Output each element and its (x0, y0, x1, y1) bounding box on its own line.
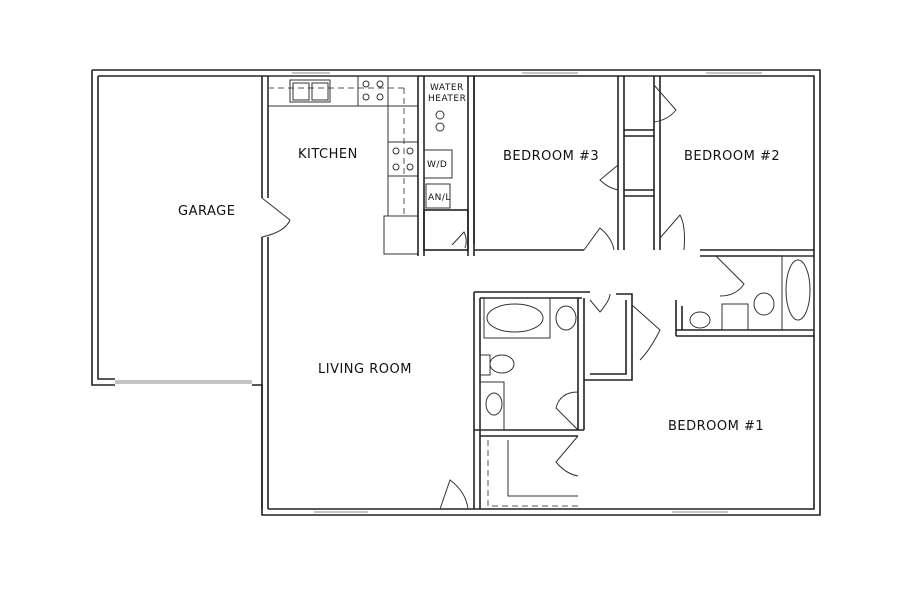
bathtub-icon (483, 297, 551, 339)
air-handler-icon (425, 183, 451, 209)
bathtub-icon (781, 255, 815, 331)
refrigerator-icon (383, 215, 419, 255)
room-label-kitchen: KITCHEN (298, 147, 358, 162)
kitchen-counters (267, 75, 419, 255)
washer-dryer-label: W/D (427, 160, 447, 170)
toilet-icon (753, 292, 775, 316)
exterior-walls (91, 69, 821, 516)
bedroom-walls (473, 76, 814, 257)
sink-icon (689, 311, 711, 329)
water-heater-label-2: HEATER (428, 94, 466, 104)
cooktop-icon (387, 141, 419, 177)
front-door (439, 479, 469, 510)
toilet-icon (489, 354, 515, 374)
hall-bath (675, 255, 815, 337)
garage-wall (261, 76, 291, 509)
washer-dryer-icon (423, 149, 453, 179)
water-heater-label: WATER (430, 83, 464, 93)
room-label-bedroom-2: BEDROOM #2 (684, 149, 780, 164)
room-label-bedroom-3: BEDROOM #3 (503, 149, 599, 164)
room-label-bedroom-1: BEDROOM #1 (668, 419, 764, 434)
room-label-living-room: LIVING ROOM (318, 362, 412, 377)
master-bath (473, 291, 661, 509)
water-heater-icon (435, 110, 445, 120)
stove-icon (357, 75, 389, 107)
air-handler-label: AN/L (428, 193, 451, 203)
windows (292, 72, 762, 513)
sink-icon (485, 392, 503, 416)
sink-icon (555, 305, 577, 331)
room-label-garage: GARAGE (178, 204, 235, 219)
sink-icon (289, 79, 331, 103)
